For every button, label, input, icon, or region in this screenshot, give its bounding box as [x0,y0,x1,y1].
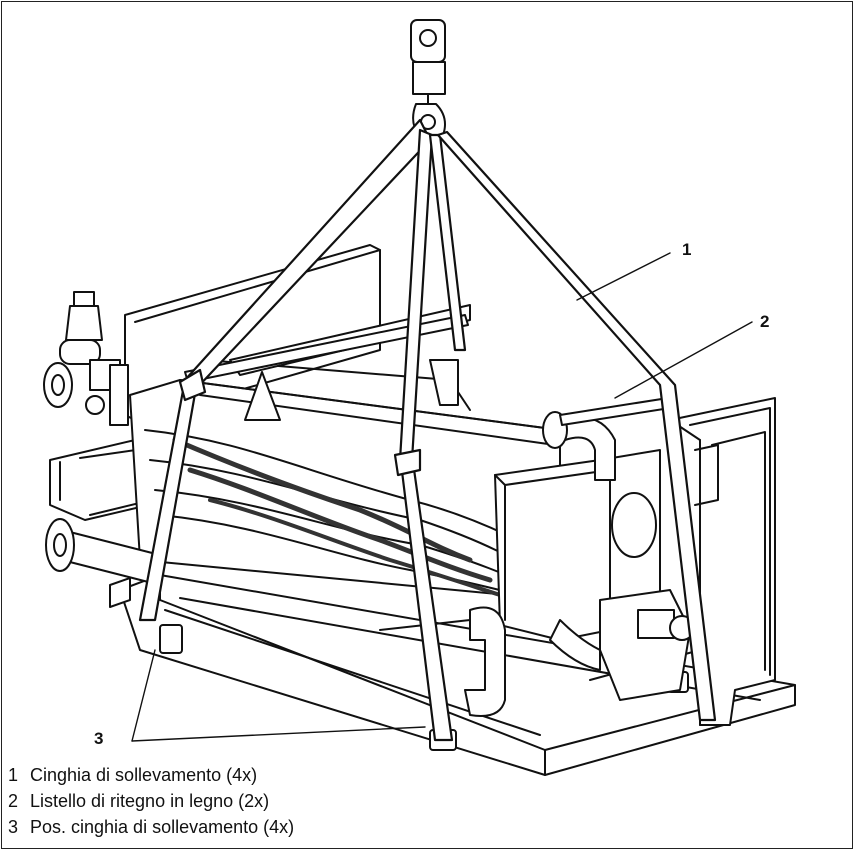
legend-item: 1 Cinghia di sollevamento (4x) [8,762,294,788]
legend-number: 2 [8,791,19,811]
legend: 1 Cinghia di sollevamento (4x) 2 Listello … [8,762,294,840]
legend-text: Listello di ritegno in legno (2x) [30,791,270,811]
base-skid [119,574,796,776]
legend-item: 3 Pos. cinghia di sollevamento (4x) [8,814,294,840]
leader-lines [131,252,753,742]
legend-item: 2 Listello di ritegno in legno (2x) [8,788,294,814]
legend-text: Cinghia di sollevamento (4x) [30,765,258,785]
legend-number: 3 [8,817,19,837]
callout-3: 3 [94,729,104,748]
lifting-spreader [138,118,717,742]
legend-text: Pos. cinghia di sollevamento (4x) [30,817,295,837]
safety-valve [43,291,129,426]
callout-1: 1 [682,240,692,259]
inlet-pipe [45,518,161,608]
callout-2: 2 [760,312,770,331]
legend-number: 1 [8,765,19,785]
heat-exchanger-body [129,304,561,601]
right-support-frame [669,397,776,726]
